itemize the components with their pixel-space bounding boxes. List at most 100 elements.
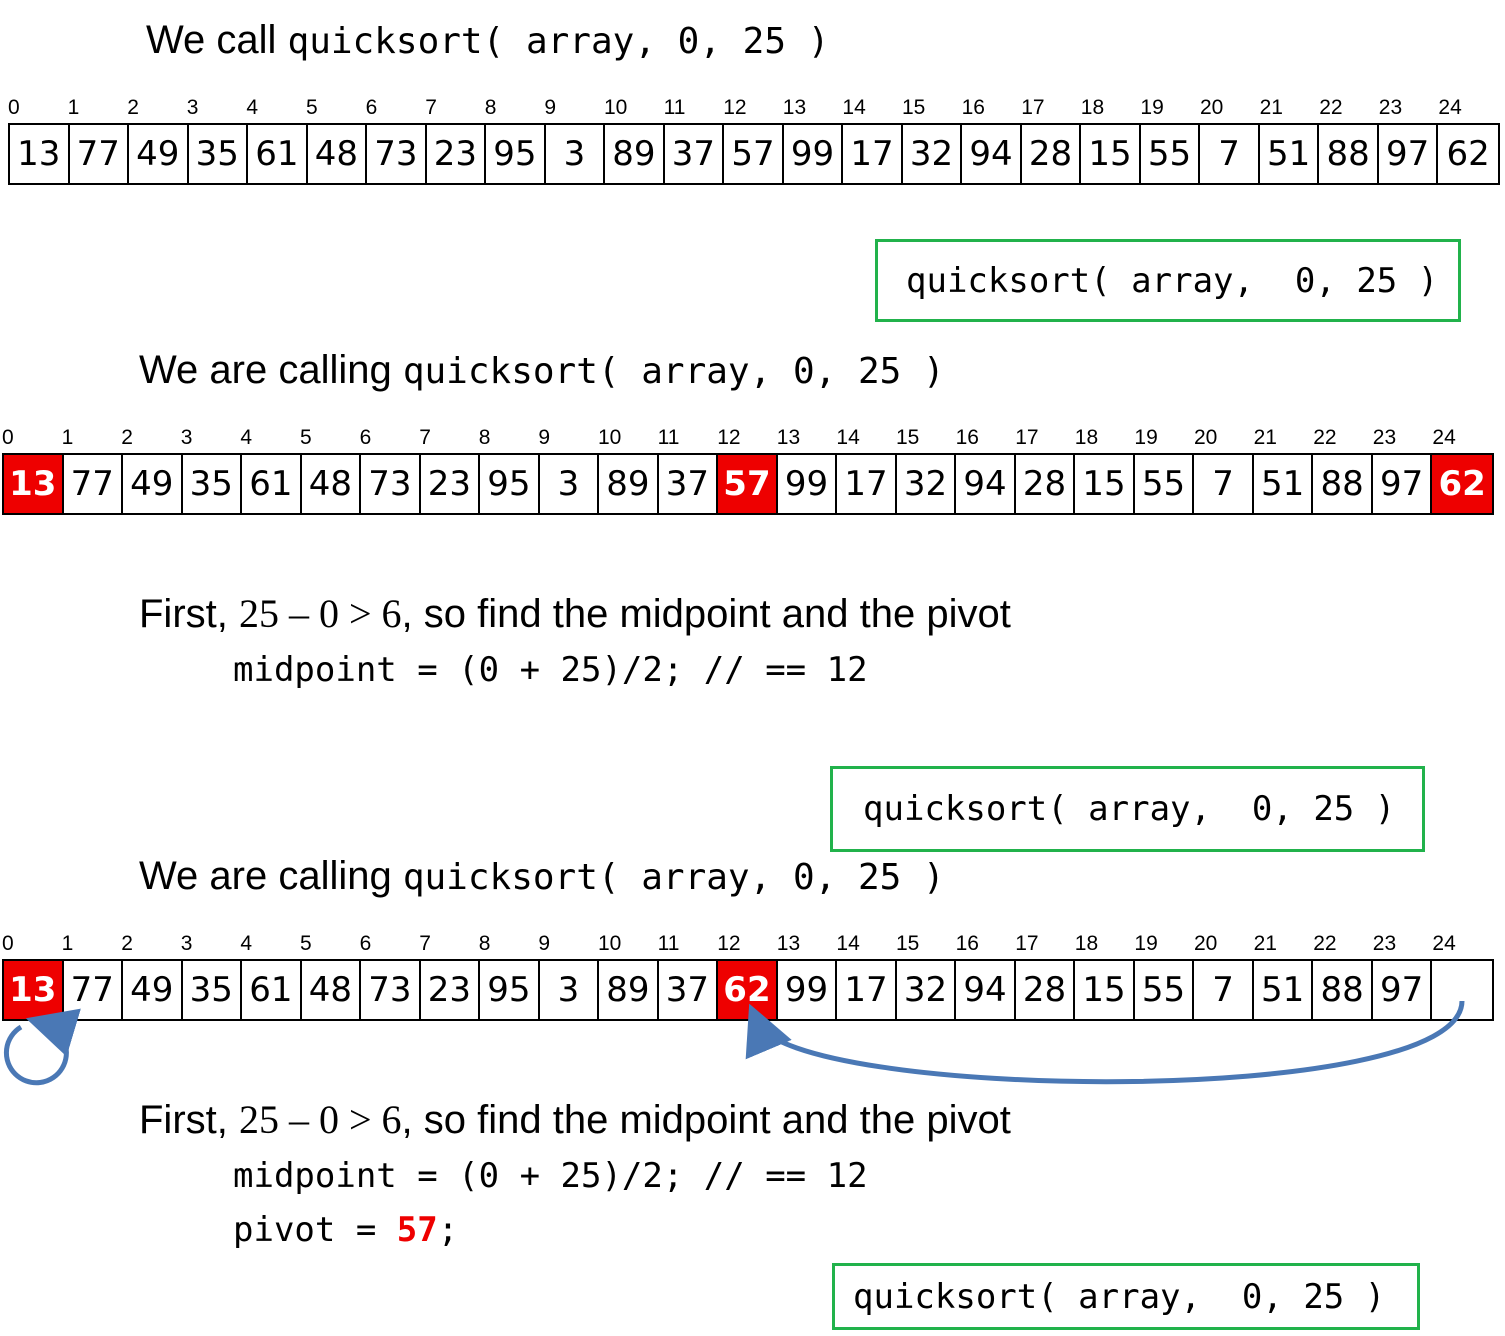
- heading-2: We are calling quicksort( array, 0, 25 ): [139, 350, 945, 390]
- array3-index-label: 8: [478, 932, 491, 955]
- pivot-code-3: pivot = 57;: [233, 1213, 458, 1247]
- call-stack-text-3: quicksort( array, 0, 25 ): [853, 1276, 1386, 1317]
- explanation-3-rest: , so find the midpoint and the pivot: [401, 1098, 1011, 1142]
- array2-index-label: 16: [955, 426, 979, 449]
- array-cell: 97: [1373, 961, 1433, 1019]
- array-cell: 73: [361, 455, 421, 513]
- heading-1: We call quicksort( array, 0, 25 ): [146, 20, 829, 60]
- array3-index-label: 11: [657, 932, 680, 955]
- array1-index-label: 10: [604, 96, 628, 119]
- array-cell: 3: [540, 961, 600, 1019]
- array-cell: 97: [1373, 455, 1433, 513]
- array3-index-label: 14: [836, 932, 860, 955]
- array-cell-highlighted: 62: [1432, 455, 1492, 513]
- array-cell: 61: [242, 455, 302, 513]
- array-cell: 48: [308, 125, 368, 183]
- call-stack-box-3: quicksort( array, 0, 25 ): [832, 1263, 1420, 1330]
- array-cell: 94: [956, 455, 1016, 513]
- pivot-suffix: ;: [437, 1210, 459, 1250]
- array-cell: 97: [1379, 125, 1439, 183]
- explanation-3-condition: 25 – 0 > 6: [238, 1097, 402, 1142]
- array-cell: 99: [778, 455, 838, 513]
- array-cell: 89: [599, 455, 659, 513]
- array3-index-label: 21: [1253, 932, 1277, 955]
- array1-index-label: 3: [186, 96, 199, 119]
- array-cell: 23: [421, 961, 481, 1019]
- array-cell: 49: [123, 961, 183, 1019]
- array-cell: 99: [778, 961, 838, 1019]
- array-cell: 95: [480, 961, 540, 1019]
- array-cell: 77: [64, 961, 124, 1019]
- array3-index-label: 0: [2, 932, 14, 955]
- array2-index-label: 14: [836, 426, 860, 449]
- explanation-3: First, 25 – 0 > 6, so find the midpoint …: [139, 1097, 1011, 1142]
- array3-index-label: 10: [598, 932, 622, 955]
- array2-index-label: 23: [1372, 426, 1397, 449]
- array2-index-label: 20: [1194, 426, 1218, 449]
- call-stack-text-1: quicksort( array, 0, 25 ): [906, 260, 1439, 301]
- array-cell-highlighted: 13: [4, 455, 64, 513]
- array-cell: 28: [1016, 961, 1076, 1019]
- array2-index-label: 18: [1074, 426, 1099, 449]
- array3-index-label: 7: [419, 932, 431, 955]
- self-loop-arrow: [3, 1008, 81, 1086]
- array1-index-label: 22: [1319, 96, 1343, 119]
- array1-index-label: 21: [1259, 96, 1283, 119]
- array2-index-label: 12: [717, 426, 741, 449]
- array1-index-label: 20: [1200, 96, 1224, 119]
- array3-index-label: 16: [955, 932, 979, 955]
- array1-index-label: 1: [67, 96, 80, 119]
- array-cell: 88: [1313, 455, 1373, 513]
- array-cell: 95: [480, 455, 540, 513]
- heading-1-call: quicksort( array, 0, 25 ): [287, 21, 830, 62]
- array1-index-label: 16: [961, 96, 985, 119]
- array3-index-label: 15: [896, 932, 920, 955]
- array2-index-label: 24: [1432, 426, 1456, 449]
- heading-3: We are calling quicksort( array, 0, 25 ): [139, 856, 945, 896]
- array1-index-label: 18: [1080, 96, 1105, 119]
- array-cell: 3: [546, 125, 606, 183]
- explanation-3-first: First,: [139, 1098, 239, 1142]
- array3-index-label: 17: [1015, 932, 1039, 955]
- array-cell: 17: [837, 455, 897, 513]
- array-cell: 7: [1194, 455, 1254, 513]
- pivot-value: 57: [396, 1210, 438, 1250]
- array2-index-label: 13: [776, 426, 801, 449]
- array1-index-label: 14: [842, 96, 866, 119]
- array-cell: 32: [897, 455, 957, 513]
- array-cell: 37: [659, 455, 719, 513]
- array1-index-label: 19: [1140, 96, 1164, 119]
- array-cell: 15: [1081, 125, 1141, 183]
- explanation-2: First, 25 – 0 > 6, so find the midpoint …: [139, 594, 1011, 635]
- array-cell: 51: [1254, 961, 1314, 1019]
- array3-index-label: 4: [240, 932, 253, 955]
- call-stack-box-2: quicksort( array, 0, 25 ): [830, 766, 1425, 852]
- array1-index-label: 0: [8, 96, 20, 119]
- array3-index-label: 6: [359, 932, 372, 955]
- array-cell: 23: [427, 125, 487, 183]
- array-cell: 55: [1135, 961, 1195, 1019]
- array-cell: 35: [183, 961, 243, 1019]
- move-last-to-mid-arrow: [745, 1000, 1465, 1085]
- array-cell: 51: [1260, 125, 1320, 183]
- array3-index-label: 12: [717, 932, 741, 955]
- array-cell: 62: [1446, 134, 1490, 174]
- array2-index-label: 19: [1134, 426, 1158, 449]
- heading-3-prefix: We are calling: [139, 854, 403, 898]
- array1-index-label: 15: [902, 96, 926, 119]
- heading-2-prefix: We are calling: [139, 348, 403, 392]
- array-cell: 15: [1075, 961, 1135, 1019]
- array-cell: 88: [1313, 961, 1373, 1019]
- array-cell: 13: [10, 125, 70, 183]
- array3-index-label: 1: [61, 932, 74, 955]
- array-cell: 95: [486, 125, 546, 183]
- array2-index-label: 1: [61, 426, 74, 449]
- array-cell: 15: [1075, 455, 1135, 513]
- array3-index-label: 2: [121, 932, 133, 955]
- heading-2-call: quicksort( array, 0, 25 ): [402, 351, 945, 392]
- array1-index-label: 5: [306, 96, 318, 119]
- array-cell: 17: [843, 125, 903, 183]
- array1-index-label: 12: [723, 96, 747, 119]
